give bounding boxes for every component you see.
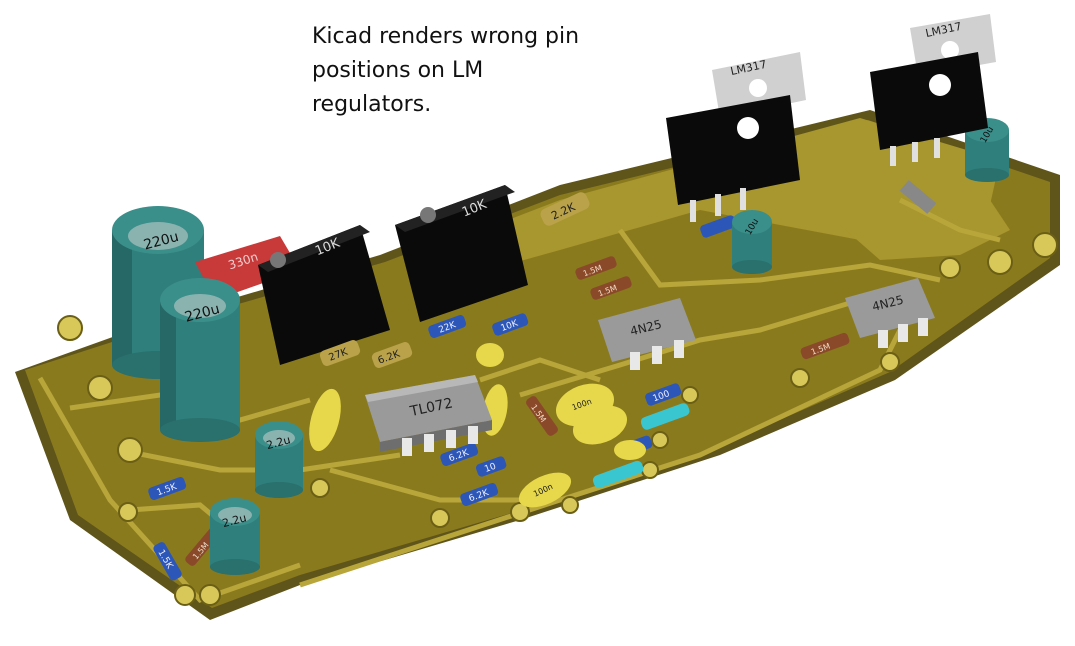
- resistor-6.2k-mid: 6.2K: [371, 342, 413, 368]
- regulator-lm317-1: LM317: [666, 52, 806, 222]
- pads: [57, 232, 1058, 606]
- brown-resistors: [185, 256, 850, 566]
- caption-line-3: regulators.: [312, 92, 432, 117]
- capacitor-220u-2: 220u: [160, 278, 240, 442]
- potentiometer-1: 10K: [258, 225, 390, 365]
- blue-resistors: [148, 215, 737, 581]
- cap-2.2u-2-label: 2.2u: [221, 511, 248, 530]
- diode-right: [899, 180, 937, 214]
- copper-pour-right: [840, 175, 1010, 260]
- caption-line-2: positions on LM: [312, 58, 484, 83]
- cyan-resistors: [592, 403, 690, 489]
- regulator-lm317-2: LM317: [870, 14, 996, 166]
- opto-4n25-2: 4N25: [845, 278, 935, 348]
- cap-2.2u-1-label: 2.2u: [265, 433, 292, 452]
- capacitor-2.2u-2: 2.2u: [210, 498, 260, 575]
- capacitor-10u-mid: 10u: [732, 210, 772, 274]
- annotation-caption: Kicad renders wrong pin positions on LM …: [312, 20, 612, 122]
- res-10-label: 10: [483, 462, 497, 475]
- caption-line-1: Kicad renders wrong pin: [312, 24, 580, 49]
- capacitor-2.2u-1: 2.2u: [255, 421, 303, 498]
- resistor-27k: 27K: [319, 340, 361, 366]
- potentiometer-2: 10K: [395, 185, 528, 322]
- ic-tl072: TL072: [365, 375, 492, 456]
- opto-4n25-1: 4N25: [598, 298, 696, 370]
- yellow-caps: [309, 343, 646, 508]
